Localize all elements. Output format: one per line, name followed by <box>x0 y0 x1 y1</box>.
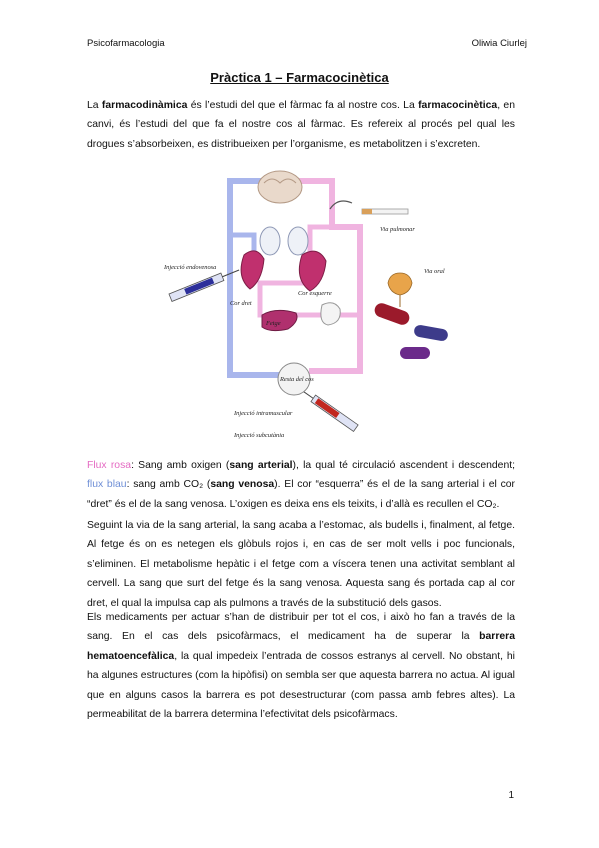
page-number: 1 <box>508 790 514 801</box>
artery-right-loop <box>289 178 363 374</box>
page-title: Pràctica 1 – Farmacocinètica <box>210 70 389 85</box>
label-cor-dret: Cor dret <box>230 300 252 307</box>
bold-term: farmacocinètica <box>418 100 498 111</box>
text-run: , en canvi, és l’estudi del que fa el no… <box>87 100 515 150</box>
text-run: , la qual impedeix l’entrada de cossos e… <box>87 650 515 721</box>
label-injeccio-endovenosa: Injecció endovenosa <box>163 264 216 271</box>
bold-term: sang venosa <box>210 479 275 491</box>
brain-shape <box>257 170 303 204</box>
pill-2 <box>414 325 448 341</box>
text-run: : Sang amb oxigen ( <box>131 460 230 471</box>
label-resta-del-cos: Resta del cos <box>279 376 314 383</box>
liver-shape <box>261 309 298 332</box>
text-run: Els medicaments per actuar s’han de dist… <box>87 612 515 643</box>
header-right: Oliwia Ciurlej <box>471 38 527 49</box>
pharmacokinetics-diagram: Via pulmonar Via oral Injecció endovenos… <box>163 170 448 439</box>
heart-right <box>240 250 265 290</box>
label-fetge: Fetge <box>265 320 281 327</box>
text-run: és l’estudi del que el fàrmac fa al nost… <box>187 100 419 111</box>
label-via-pulmonar: Via pulmonar <box>380 226 415 233</box>
paragraph-intro: La farmacodinàmica és l’estudi del que e… <box>87 96 515 154</box>
paragraph-blood-flow: Flux rosa: Sang amb oxigen (sang arteria… <box>87 456 515 514</box>
syringe-iv <box>168 269 240 302</box>
text-run: ), la qual té circulació ascendent i des… <box>292 460 515 471</box>
lung-left <box>259 226 281 256</box>
glass-shape <box>387 272 413 296</box>
vein-upper <box>227 232 257 256</box>
heart-left <box>298 250 327 292</box>
label-injeccio-intramuscular: Injecció intramuscular <box>233 410 293 417</box>
pink-flow-label: Flux rosa <box>87 460 132 471</box>
text-run: ). El cor “esquerra” és el de la sang ar… <box>87 479 516 510</box>
label-via-oral: Via oral <box>424 268 445 275</box>
text-run: La <box>87 100 102 111</box>
bold-term: sang arterial <box>229 460 293 471</box>
paragraph-arterial-path: Seguint la via de la sang arterial, la s… <box>87 520 515 609</box>
bold-term: barrera hematoencefàlica <box>87 631 515 662</box>
rest-of-body-circle <box>277 362 311 396</box>
label-cor-esquerre: Cor esquerre <box>298 290 332 297</box>
stomach-shape <box>320 302 341 326</box>
lung-right <box>287 226 309 256</box>
syringe-im <box>299 388 359 433</box>
pill-3 <box>400 347 430 359</box>
header-left: Psicofarmacologia <box>87 38 165 49</box>
label-injeccio-subcutania: Injecció subcutània <box>233 432 284 439</box>
bold-term: farmacodinàmica <box>101 100 188 111</box>
paragraph-drug-distribution: Els medicaments per actuar s’han de dist… <box>87 608 515 724</box>
blue-flow-label: flux blau <box>87 479 127 491</box>
pill-1 <box>374 303 410 325</box>
text-run: : sang amb CO₂ ( <box>126 479 211 491</box>
